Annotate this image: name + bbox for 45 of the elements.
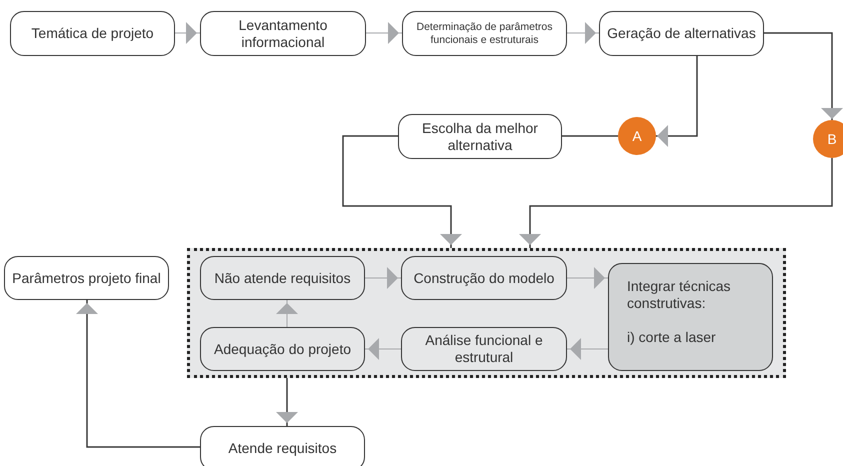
arrow (276, 300, 298, 328)
process-box (200, 256, 365, 300)
node-label: Adequação do projeto (214, 340, 351, 358)
node-label: Não atende requisitos (214, 270, 351, 286)
node-label: Temática de projeto (31, 25, 154, 42)
process-box (402, 11, 567, 56)
process-box (599, 11, 764, 56)
node-label: Levantamento informacional (238, 16, 328, 50)
arrow (342, 135, 462, 248)
arrow (174, 22, 200, 44)
process-box (10, 11, 175, 56)
node-label: Determinação de parâmetros funcionais e estruturais (416, 20, 554, 46)
badge-letter: A (632, 128, 642, 144)
connector-badge (618, 117, 656, 155)
arrow (566, 338, 608, 360)
arrow (364, 267, 402, 289)
node-label: Integrar técnicas construtivas: (627, 278, 732, 312)
process-box (401, 327, 567, 371)
arrow (364, 338, 402, 360)
process-box (398, 114, 562, 159)
arrow (366, 22, 402, 44)
connector-line (562, 135, 618, 137)
arrow (76, 300, 200, 448)
process-box (4, 256, 169, 300)
badge-letter: B (827, 130, 837, 148)
arrow (566, 22, 600, 44)
arrow (566, 267, 608, 289)
node-label: Geração de alternativas (607, 25, 756, 42)
group-frame (187, 248, 786, 378)
arrow (764, 32, 843, 120)
node-label: i) corte a laser (627, 329, 716, 346)
process-box (200, 426, 365, 466)
node-label: Análise funcional e estrutural (424, 332, 544, 366)
node-label: Construção do modelo (414, 270, 554, 286)
process-box (200, 327, 365, 371)
arrow (656, 56, 698, 147)
node-label: Parâmetros projeto final (12, 270, 161, 286)
arrow (519, 158, 833, 248)
connector-badge (813, 120, 843, 158)
process-box (401, 256, 567, 300)
node-label: Atende requisitos (228, 440, 337, 457)
arrow (276, 378, 298, 426)
process-box (608, 263, 773, 371)
node-label: Escolha da melhor alternativa (421, 120, 539, 154)
process-box (200, 11, 366, 56)
